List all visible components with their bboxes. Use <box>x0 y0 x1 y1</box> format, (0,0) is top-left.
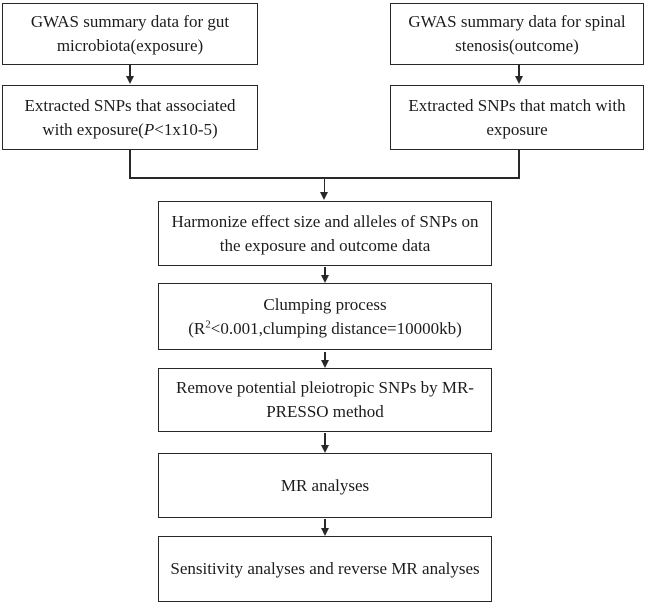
clumping-line1: Clumping process <box>263 294 387 314</box>
box-harmonize-text: Harmonize effect size and alleles of SNP… <box>171 211 479 255</box>
connector-left-column-line <box>129 65 131 77</box>
box-gwas-spinal-stenosis-text: GWAS summary data for spinal stenosis(ou… <box>408 12 626 55</box>
connector-clumping-presso-line <box>324 351 326 361</box>
box-gwas-gut-microbiota: GWAS summary data for gut microbiota(exp… <box>2 3 258 65</box>
box-mr-presso-text: Remove potential pleiotropic SNPs by MR-… <box>176 378 474 421</box>
connector-clumping-presso-arrowhead-icon <box>321 360 329 368</box>
box-gwas-gut-microbiota-text: GWAS summary data for gut microbiota(exp… <box>30 12 230 55</box>
connector-right-column-arrowhead-icon <box>515 76 523 84</box>
box-mr-presso: Remove potential pleiotropic SNPs by MR-… <box>158 368 492 432</box>
connector-harmonize-clumping-line <box>324 267 326 275</box>
box-clumping-text: Clumping process (R2<0.001,clumping dist… <box>188 293 462 341</box>
connector-presso-mranalyses-line <box>324 433 326 445</box>
text-before-italic: Extracted SNPs that associated with expo… <box>24 95 236 139</box>
connector-left-column-arrowhead-icon <box>126 76 134 84</box>
box-gwas-spinal-stenosis: GWAS summary data for spinal stenosis(ou… <box>390 3 644 65</box>
box-sensitivity-analyses: Sensitivity analyses and reverse MR anal… <box>158 536 492 602</box>
connector-presso-mranalyses-arrowhead-icon <box>321 445 329 453</box>
merge-center-arrowhead-icon <box>320 192 328 200</box>
box-sensitivity-analyses-text: Sensitivity analyses and reverse MR anal… <box>170 559 480 578</box>
merge-left-stub-line <box>129 150 131 178</box>
clumping-line2-before-sup: (R <box>188 318 206 338</box>
box-mr-analyses-text: MR analyses <box>280 475 370 495</box>
clumping-superscript-2: 2 <box>205 317 211 330</box>
box-extracted-snps-exposure-text: Extracted SNPs that associated with expo… <box>8 94 252 142</box>
connector-mranalyses-sensitivity-line <box>324 519 326 528</box>
box-extracted-snps-exposure: Extracted SNPs that associated with expo… <box>2 85 258 150</box>
box-harmonize: Harmonize effect size and alleles of SNP… <box>158 201 492 266</box>
italic-p: P <box>143 119 155 139</box>
merge-right-stub-line <box>518 150 520 178</box>
connector-right-column-line <box>518 65 520 77</box>
box-clumping: Clumping process (R2<0.001,clumping dist… <box>158 283 492 350</box>
connector-mranalyses-sensitivity-arrowhead-icon <box>321 528 329 536</box>
text-after-italic: <1x10-5) <box>154 119 218 139</box>
connector-harmonize-clumping-arrowhead-icon <box>321 275 329 283</box>
clumping-line2-after-sup: <0.001,clumping distance=10000kb) <box>210 318 462 338</box>
merge-center-line <box>323 178 325 192</box>
box-extracted-snps-outcome: Extracted SNPs that match with exposure <box>390 85 644 150</box>
box-mr-analyses: MR analyses <box>158 453 492 518</box>
box-extracted-snps-outcome-text: Extracted SNPs that match with exposure <box>408 95 626 139</box>
clumping-line2: (R2<0.001,clumping distance=10000kb) <box>188 317 462 341</box>
merge-horizontal-line <box>129 177 520 179</box>
